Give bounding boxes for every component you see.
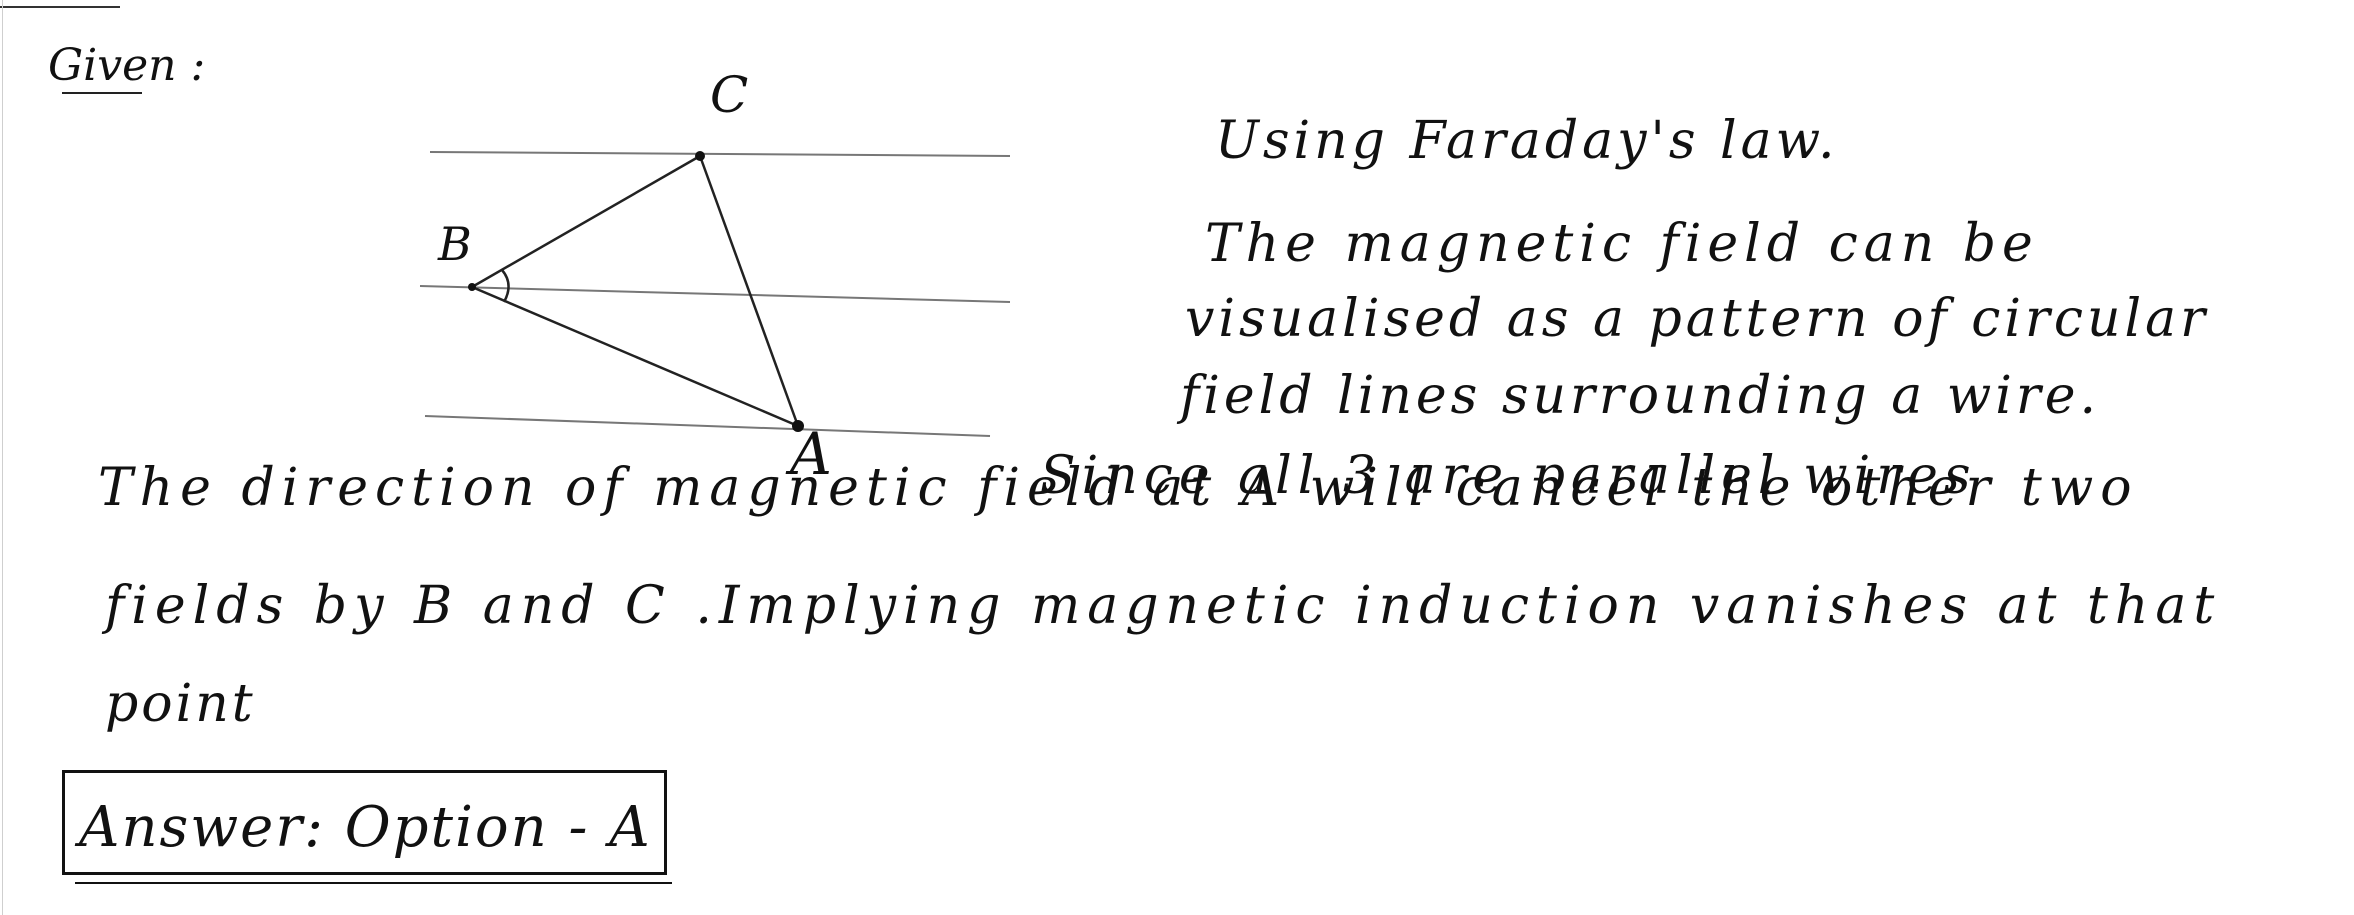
point-a: [792, 420, 804, 432]
point-c: [695, 151, 705, 161]
explanation-line-1: Using Faraday's law.: [1215, 111, 1839, 171]
triangle-side-ca: [698, 155, 800, 427]
answer-text: Answer: Option - A: [79, 795, 652, 860]
point-b: [468, 283, 476, 291]
conclusion-line-1: The direction of magnetic field at A wil…: [98, 458, 2139, 518]
given-label: Given :: [48, 40, 206, 91]
label-b: B: [437, 217, 472, 271]
conclusion-line-2: fields by B and C .Implying magnetic ind…: [105, 576, 2222, 636]
explanation-line-2: The magnetic field can be: [1205, 214, 2039, 274]
label-c: C: [710, 70, 748, 124]
conclusion-line-3: point: [105, 674, 256, 734]
parallel-line-bottom: [424, 415, 991, 437]
wire-triangle-diagram: C B A: [419, 70, 1011, 488]
parallel-line-top: [429, 151, 1011, 157]
given-underline: [62, 92, 142, 94]
answer-box: Answer: Option - A: [62, 770, 672, 884]
angle-arc-b: [501, 269, 510, 303]
label-a: A: [785, 420, 832, 488]
explanation-line-3: visualised as a pattern of circular: [1185, 289, 2209, 349]
triangle-side-bc: [471, 154, 701, 289]
left-edge-rule: [2, 0, 3, 915]
parallel-line-middle: [419, 285, 1011, 303]
top-rule: [0, 6, 120, 8]
explanation-line-5: Since all 3 are parallel wires: [1040, 446, 1977, 506]
explanation-line-4: field lines surrounding a wire.: [1180, 366, 2101, 426]
triangle-side-ba: [471, 285, 799, 428]
